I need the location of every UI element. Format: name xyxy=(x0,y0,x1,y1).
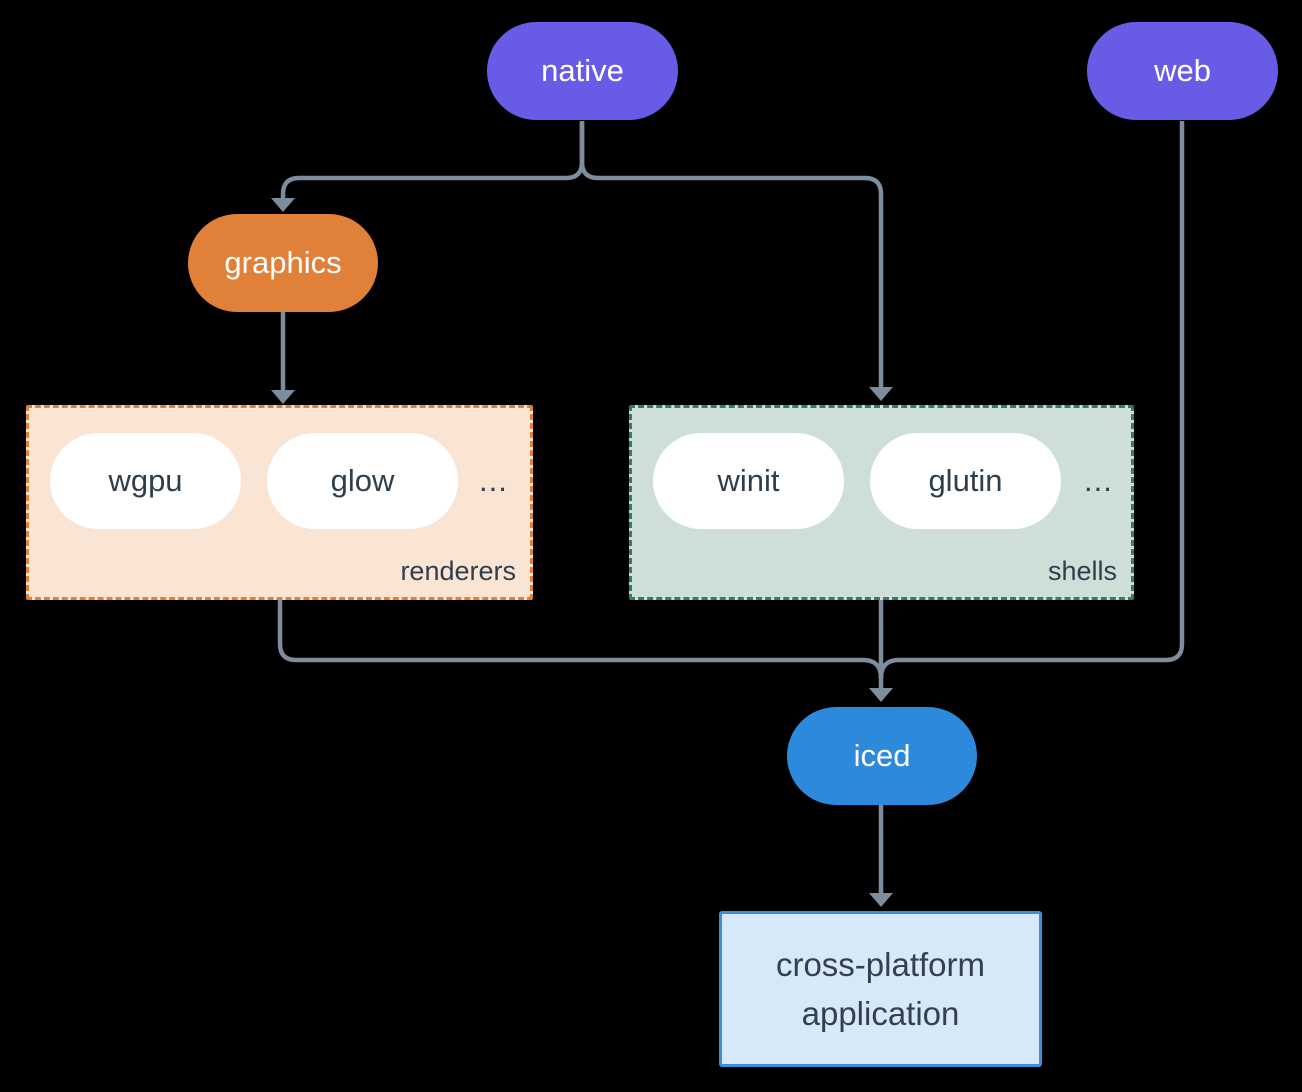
arrowhead-iced xyxy=(869,688,893,702)
node-glutin: glutin xyxy=(870,433,1061,529)
node-winit: winit xyxy=(653,433,844,529)
shells-group-label: shells xyxy=(1047,556,1117,586)
edge-renderers-to-iced xyxy=(277,600,884,679)
arrowhead-graphics xyxy=(271,198,295,212)
node-glow-label: glow xyxy=(330,463,395,498)
edge-native-to-graphics xyxy=(280,121,585,198)
group-shells: winit glutin ... shells xyxy=(629,405,1134,600)
node-application: cross-platform application xyxy=(719,911,1042,1067)
node-web-label: web xyxy=(1154,53,1211,88)
shells-ellipsis: ... xyxy=(1084,463,1113,498)
node-native-label: native xyxy=(541,53,624,88)
node-application-label: cross-platform application xyxy=(775,946,986,1032)
edge-native-to-shells xyxy=(579,121,884,387)
arrowhead-application xyxy=(869,893,893,907)
renderers-ellipsis: ... xyxy=(479,463,508,498)
renderers-group-label: renderers xyxy=(400,556,516,586)
node-winit-label: winit xyxy=(717,463,780,498)
node-iced-label: iced xyxy=(853,738,911,773)
node-web: web xyxy=(1087,22,1278,120)
arrowhead-shells xyxy=(869,387,893,401)
node-iced: iced xyxy=(787,707,977,805)
node-glow: glow xyxy=(267,433,458,529)
group-renderers: wgpu glow ... renderers xyxy=(26,405,533,600)
node-native: native xyxy=(487,22,678,120)
arrowhead-renderers xyxy=(271,390,295,404)
node-wgpu-label: wgpu xyxy=(108,463,183,498)
node-glutin-label: glutin xyxy=(928,463,1003,498)
node-graphics-label: graphics xyxy=(224,245,342,280)
node-graphics: graphics xyxy=(188,214,378,312)
node-wgpu: wgpu xyxy=(50,433,241,529)
